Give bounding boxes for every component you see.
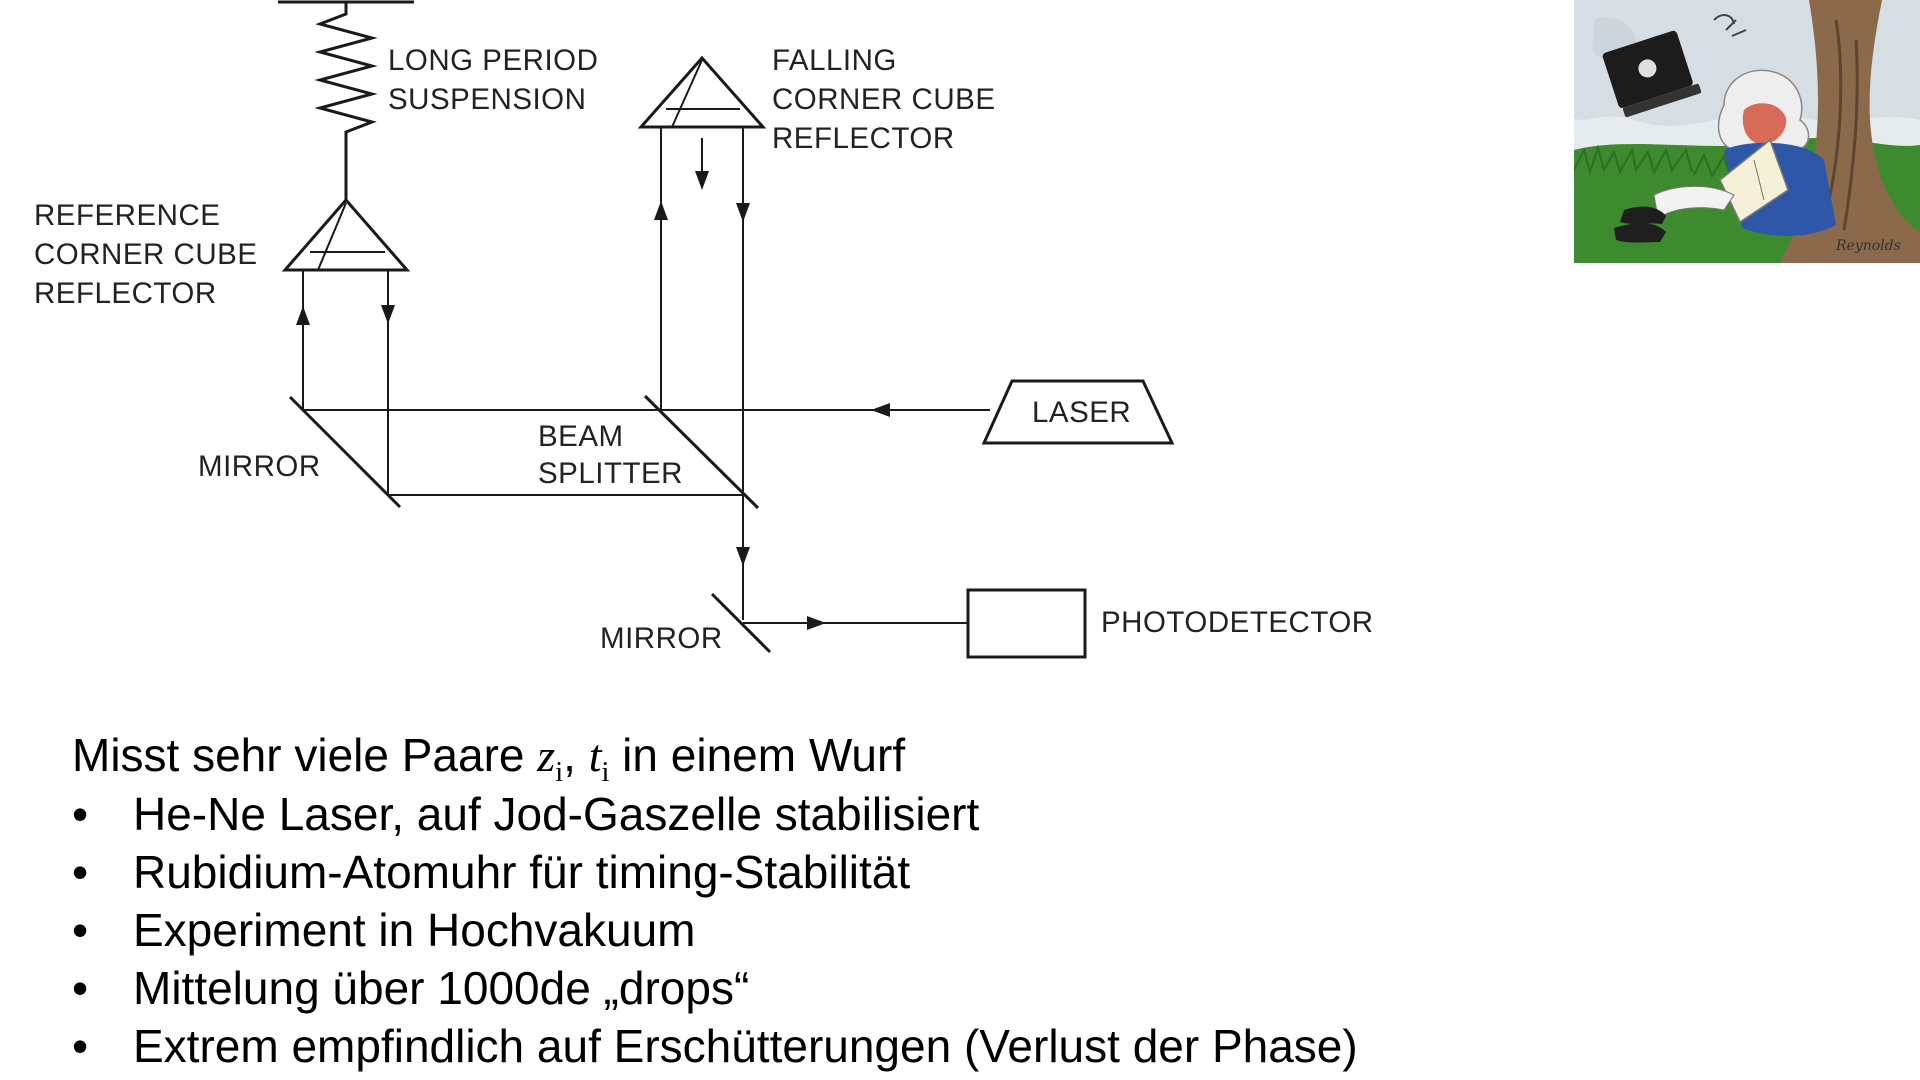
detector-beam bbox=[743, 616, 968, 630]
falling-corner-cube-reflector bbox=[637, 55, 767, 129]
list-item: •Experiment in Hochvakuum bbox=[72, 901, 1572, 959]
description-text: Misst sehr viele Paare zi, ti in einem W… bbox=[72, 726, 1572, 1075]
list-item: •Rubidium-Atomuhr für timing-Stabilität bbox=[72, 843, 1572, 901]
bullet-icon: • bbox=[72, 904, 89, 956]
cartoon-signature: Reynolds bbox=[1835, 238, 1901, 254]
variable-z: zi bbox=[537, 730, 564, 788]
laptop-icon bbox=[1602, 30, 1702, 118]
intro-line: Misst sehr viele Paare zi, ti in einem W… bbox=[72, 729, 906, 788]
arrow-down-test bbox=[736, 203, 750, 222]
arrow-down-output bbox=[736, 547, 750, 566]
bullet-icon: • bbox=[72, 788, 89, 840]
label-laser: LASER bbox=[1032, 396, 1131, 429]
arrow-from-laser bbox=[871, 403, 890, 417]
falling-direction-arrow bbox=[695, 138, 709, 190]
test-arm-beams bbox=[654, 127, 750, 620]
label-beam-splitter: BEAM SPLITTER bbox=[538, 420, 683, 490]
reference-arm-beams bbox=[296, 270, 395, 495]
mirror-bottom bbox=[710, 592, 772, 654]
bullet-icon: • bbox=[72, 1020, 89, 1072]
long-period-suspension bbox=[278, 0, 414, 200]
list-item: •Mittelung über 1000de „drops“ bbox=[72, 959, 1572, 1017]
label-mirror-left: MIRROR bbox=[198, 450, 321, 483]
label-photodetector: PHOTODETECTOR bbox=[1101, 606, 1374, 639]
photodetector-box bbox=[966, 588, 1087, 659]
arrow-up-test bbox=[654, 201, 668, 220]
label-reference-corner-cube: REFERENCE CORNER CUBE REFLECTOR bbox=[34, 199, 266, 310]
horizontal-beams bbox=[303, 403, 990, 496]
arrow-down-ref bbox=[381, 305, 395, 324]
variable-t: ti bbox=[588, 730, 610, 788]
mirror-left bbox=[288, 395, 402, 509]
label-falling-corner-cube: FALLING CORNER CUBE REFLECTOR bbox=[772, 44, 1004, 155]
bullet-icon: • bbox=[72, 962, 89, 1014]
beam-splitter bbox=[643, 394, 760, 510]
label-long-period-suspension: LONG PERIOD SUSPENSION bbox=[388, 44, 607, 116]
feature-list: •He-Ne Laser, auf Jod-Gaszelle stabilisi… bbox=[72, 785, 1572, 1075]
laser-source bbox=[981, 379, 1175, 445]
newton-apple-laptop-cartoon-icon: Reynolds bbox=[1574, 0, 1920, 263]
arrow-up-ref bbox=[296, 306, 310, 325]
list-item: •Extrem empfindlich auf Erschütterungen … bbox=[72, 1017, 1572, 1075]
label-mirror-bottom: MIRROR bbox=[600, 622, 723, 655]
bullet-icon: • bbox=[72, 846, 89, 898]
reference-corner-cube-reflector bbox=[281, 197, 411, 272]
list-item: •He-Ne Laser, auf Jod-Gaszelle stabilisi… bbox=[72, 785, 1572, 843]
